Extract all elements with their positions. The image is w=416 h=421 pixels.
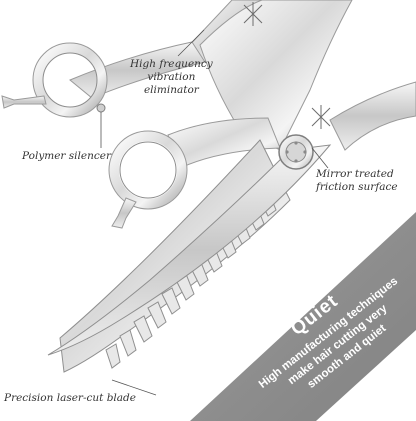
straight-blade <box>47 144 332 356</box>
callout-precision-blade: Precision laser-cut blade <box>4 392 136 404</box>
silencer-dot <box>96 103 106 113</box>
right-handle <box>329 81 416 151</box>
leader-lines <box>100 29 329 396</box>
finger-tang <box>1 95 47 109</box>
lower-tang <box>111 197 137 229</box>
callout-polymer-silencer: Polymer silencer <box>22 150 111 162</box>
upper-arm-body <box>199 0 353 151</box>
lower-finger-ring <box>109 131 187 209</box>
upper-finger-ring <box>33 43 107 117</box>
star-logo-icon <box>243 2 331 129</box>
feature-band <box>190 212 416 421</box>
callout-vibration-eliminator: High frequency vibration eliminator <box>130 58 213 96</box>
callout-mirror-surface: Mirror treated friction surface <box>316 168 398 193</box>
thinning-blade <box>59 139 291 373</box>
